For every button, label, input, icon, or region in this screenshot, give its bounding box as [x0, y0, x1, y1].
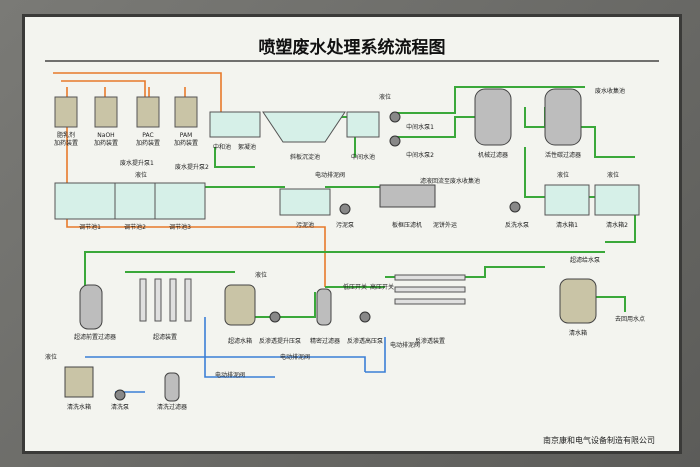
- drain-valve2-label: 电动排泥阀: [390, 341, 420, 349]
- mechanical-filter: [474, 88, 512, 146]
- flow-diagram: 喷塑废水处理系统流程图: [45, 37, 659, 445]
- plate-press: [379, 184, 436, 208]
- sludge-valve-label: 电动排泥阀: [315, 171, 345, 179]
- drain-pipes: [85, 317, 386, 393]
- adjust1-label: 调节池1: [79, 223, 101, 231]
- dosing3-label: PAC: [142, 132, 153, 139]
- pre-filter: [79, 284, 103, 330]
- high-switch-label: 高压开关: [370, 283, 394, 291]
- to-reuse-label: 去回用水点: [615, 315, 645, 323]
- level1-label: 液位: [379, 93, 391, 101]
- lift-pump2-label: 废水提升泵2: [175, 163, 209, 171]
- dosing-tank-3: [136, 96, 160, 128]
- ro-lift-label: 反渗透提升压泵: [259, 337, 301, 345]
- clean2-label: 清水箱2: [606, 221, 628, 229]
- ultra-unit: [139, 278, 192, 322]
- floc-pool-label: 絮凝池: [238, 143, 256, 151]
- adjust-pools: [54, 182, 206, 220]
- ultra-unit-label: 超滤装置: [153, 333, 177, 341]
- to-waste-label: 废水收集池: [595, 87, 625, 95]
- dosing3b-label: 加药装置: [136, 139, 160, 147]
- low-switch-label: 低压开关: [343, 283, 367, 291]
- ro-hp-pump: [359, 311, 371, 323]
- plate-press-label: 板框压滤机: [392, 221, 422, 229]
- dosing2b-label: 加药装置: [94, 139, 118, 147]
- wash-pump-label: 清洗泵: [111, 403, 129, 411]
- wash-filter: [164, 372, 180, 402]
- dosing1b-label: 加药装置: [54, 139, 78, 147]
- clean-water-tank: [559, 278, 597, 324]
- sludge-pump-label: 污泥泵: [336, 221, 354, 229]
- clean-tank-2: [594, 184, 640, 216]
- lift-pump1-label: 废水提升泵1: [120, 159, 154, 167]
- level3-label: 液位: [557, 171, 569, 179]
- diagram-title: 喷塑废水处理系统流程图: [259, 37, 446, 58]
- mid-water-pool: [346, 111, 380, 138]
- wash-filter-label: 清洗过滤器: [157, 403, 187, 411]
- sludge-pool-label: 污泥池: [296, 221, 314, 229]
- drain-valve3-label: 电动排泥阀: [215, 371, 245, 379]
- clean-tank-1: [544, 184, 590, 216]
- carbon-filter-label: 活性碳过滤器: [545, 151, 581, 159]
- settler-tank: [262, 111, 346, 143]
- cake-out-label: 泥饼外运: [433, 221, 457, 229]
- clean-tank-label: 清水箱: [569, 329, 587, 337]
- sludge-pump: [339, 203, 351, 215]
- dosing-tank-1: [54, 96, 78, 128]
- ultra-tank-label: 超滤水箱: [228, 337, 252, 345]
- adjust2-label: 调节池2: [124, 223, 146, 231]
- mid-pump-1: [389, 111, 401, 123]
- sludge-pool: [279, 188, 331, 216]
- backwash-pump: [509, 201, 521, 213]
- settler-label: 斜板沉淀池: [290, 153, 320, 161]
- dosing2-label: NaOH: [97, 132, 114, 139]
- adjust3-label: 调节池3: [169, 223, 191, 231]
- neutral-floc-pool: [209, 111, 261, 138]
- mid-pump1-label: 中间水泵1: [406, 123, 434, 131]
- level2-label: 液位: [135, 171, 147, 179]
- mid-pump2-label: 中间水泵2: [406, 151, 434, 159]
- dosing4b-label: 加药装置: [174, 139, 198, 147]
- carbon-filter: [544, 88, 582, 146]
- mid-pool-label: 中和池: [213, 143, 231, 151]
- drain-valve1-label: 电动排泥阀: [280, 353, 310, 361]
- wash-tank-label: 清洗水箱: [67, 403, 91, 411]
- level5-label: 液位: [255, 271, 267, 279]
- ultra-tank: [224, 284, 256, 326]
- wash-tank: [64, 366, 94, 398]
- mid-pump-2: [389, 135, 401, 147]
- clean1-label: 清水箱1: [556, 221, 578, 229]
- ro-lift-pump: [269, 311, 281, 323]
- ro-hp-pump-label: 反渗透高压泵: [347, 337, 383, 345]
- ultra-pump-label: 超滤给水泵: [570, 256, 600, 264]
- dosing-tank-4: [174, 96, 198, 128]
- level4-label: 液位: [607, 171, 619, 179]
- mech-filter-label: 机械过滤器: [478, 151, 508, 159]
- ro-unit: [394, 274, 466, 305]
- wash-pump: [114, 389, 126, 401]
- company-name: 南京康和电气设备制造有限公司: [543, 435, 655, 445]
- dosing-tanks: [54, 96, 198, 128]
- ro-unit-label: 反渗透装置: [415, 337, 445, 345]
- mid-water-pool-label: 中间水池: [351, 153, 375, 161]
- flow-diagram-board: 喷塑废水处理系统流程图: [22, 14, 682, 454]
- backwash-pump-label: 反洗水泵: [505, 221, 529, 229]
- precise-filter-label: 精密过滤器: [310, 337, 340, 345]
- dosing-tank-2: [94, 96, 118, 128]
- dosing4-label: PAM: [180, 132, 193, 139]
- level6-label: 液位: [45, 353, 57, 361]
- precise-filter: [316, 288, 332, 326]
- pre-filter-label: 超滤前置过滤器: [74, 333, 116, 341]
- press-return-label: 滤液回流至废水收集池: [420, 177, 480, 185]
- dosing1-label: 脂乳剂: [57, 131, 75, 139]
